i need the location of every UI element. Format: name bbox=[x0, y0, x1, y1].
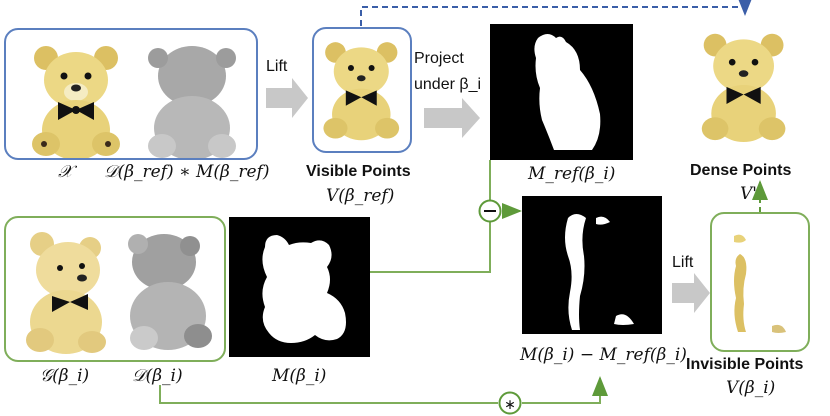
label-x: 𝒳 bbox=[58, 162, 73, 182]
label-v-prime: V' bbox=[740, 184, 757, 204]
label-project: Project bbox=[414, 50, 464, 67]
line-depth-to-multiply bbox=[159, 385, 498, 404]
label-depth-times-mask-ref: 𝒟(β_ref) ∗ M(β_ref) bbox=[104, 162, 270, 182]
visible-points-box bbox=[312, 27, 412, 153]
lift-arrow-top bbox=[266, 78, 308, 118]
invisible-points-box bbox=[710, 212, 810, 352]
project-arrow bbox=[424, 98, 480, 138]
teddy-bear-image bbox=[32, 46, 120, 160]
lift-arrow-bottom bbox=[672, 273, 710, 313]
line-multiply-to-difference bbox=[522, 376, 608, 404]
m-beta-i-mask-image bbox=[229, 217, 370, 357]
label-under-beta-i: under β_i bbox=[414, 76, 482, 93]
label-dense-points: Dense Points bbox=[690, 162, 792, 179]
dashed-arrow-visible-to-dense bbox=[360, 0, 753, 26]
label-v-beta-ref: V(β_ref) bbox=[326, 186, 395, 206]
label-lift-bottom: Lift bbox=[672, 254, 694, 271]
line-mask-to-minus bbox=[370, 222, 491, 273]
label-visible-points: Visible Points bbox=[306, 163, 411, 180]
label-lift-top: Lift bbox=[266, 58, 288, 75]
generated-input-box bbox=[4, 216, 226, 362]
depth-map-image bbox=[148, 46, 236, 160]
label-m-beta-i: M(β_i) bbox=[272, 366, 327, 386]
mask-difference-image bbox=[522, 196, 662, 334]
label-d-beta-i: 𝒟(β_i) bbox=[132, 366, 183, 386]
label-mask-difference: M(β_i) − M_ref(β_i) bbox=[520, 345, 687, 365]
label-mref-beta-i: M_ref(β_i) bbox=[528, 164, 616, 184]
mref-mask-image bbox=[490, 24, 633, 160]
label-invisible-points: Invisible Points bbox=[686, 356, 804, 373]
generated-teddy-image bbox=[26, 232, 106, 354]
visible-points-teddy bbox=[323, 42, 400, 141]
invisible-points-cloud bbox=[734, 234, 786, 333]
multiply-operator: ∗ bbox=[498, 391, 522, 415]
reference-teddy-and-depth bbox=[32, 46, 236, 160]
minus-operator bbox=[478, 199, 502, 223]
reference-input-box bbox=[4, 28, 258, 160]
svg-text:∗: ∗ bbox=[504, 397, 516, 413]
generated-teddy-and-depth bbox=[26, 232, 212, 354]
generated-depth-image bbox=[128, 234, 212, 350]
label-v-beta-i: V(β_i) bbox=[726, 378, 776, 398]
dense-points-teddy bbox=[701, 33, 786, 142]
label-g-beta-i: 𝒢(β_i) bbox=[40, 366, 90, 386]
